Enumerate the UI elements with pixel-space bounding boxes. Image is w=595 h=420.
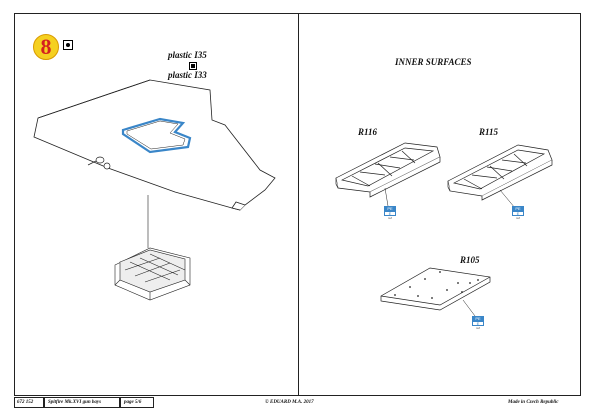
wing-outline — [33, 79, 276, 211]
plastic-part-label-2: plastic I33 — [168, 70, 207, 80]
footer-origin: Made in Czech Republic — [508, 400, 559, 405]
footer-code-box — [14, 397, 44, 408]
part-badge-r116: PE E ref — [384, 206, 396, 220]
badge-mid: E — [472, 321, 484, 326]
footer-page-box — [120, 397, 154, 408]
step-number: 8 — [40, 34, 52, 59]
part-badge-r105: PE E ref — [472, 316, 484, 330]
section-title: INNER SURFACES — [395, 57, 472, 67]
part-label-r116: R116 — [358, 127, 378, 137]
badge-bottom: ref — [388, 216, 392, 220]
part-label-r115: R115 — [479, 127, 499, 137]
footer-page: page 5/6 — [124, 400, 142, 405]
assembly-symbol-icon — [63, 40, 73, 50]
instruction-sheet-frame — [14, 13, 581, 396]
badge-top: PE — [472, 316, 484, 321]
badge-bottom: ref — [516, 216, 520, 220]
panel-divider — [298, 13, 299, 396]
footer-code: 672 152 — [17, 400, 34, 405]
footer-copyright: © EDUARD M.A. 2017 — [265, 400, 314, 405]
plastic-part-label-1: plastic I35 — [168, 50, 207, 60]
badge-mid: E — [512, 211, 524, 216]
part-r105-drawing — [380, 267, 491, 311]
badge-top: PE — [384, 206, 396, 211]
footer-product-box — [44, 397, 120, 408]
footer-product: Spitfire Mk.XVI gun bays — [48, 400, 102, 405]
part-r116-drawing — [335, 142, 441, 198]
part-label-r105: R105 — [460, 255, 480, 265]
step-number-badge: 8 — [33, 34, 59, 60]
badge-bottom: ref — [476, 326, 480, 330]
replace-symbol-icon — [189, 62, 197, 70]
gun-bay-assembly — [114, 247, 191, 301]
badge-top: PE — [512, 206, 524, 211]
badge-mid: E — [384, 211, 396, 216]
part-badge-r115: PE E ref — [512, 206, 524, 220]
part-r115-drawing — [447, 144, 553, 201]
